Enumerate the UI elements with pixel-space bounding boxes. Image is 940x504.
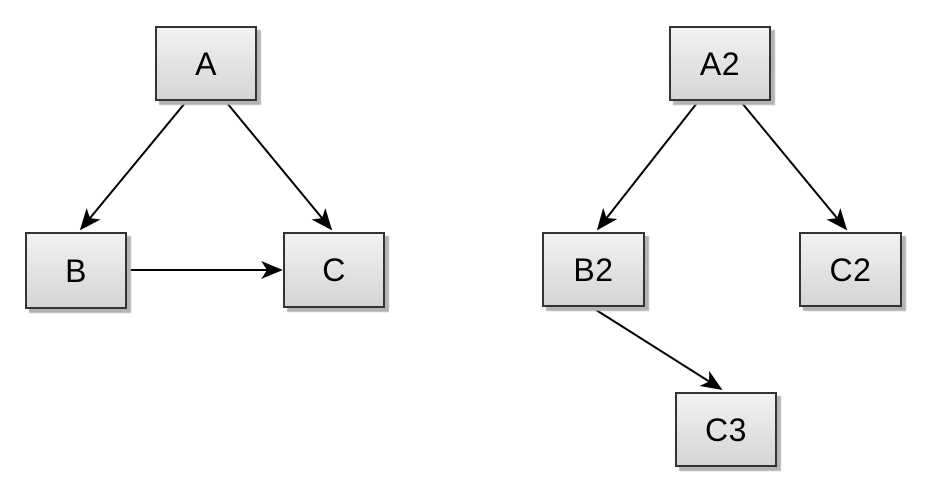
node-A2[interactable]: A2: [669, 26, 771, 101]
node-A[interactable]: A: [155, 26, 257, 101]
node-B[interactable]: B: [25, 232, 127, 309]
edge-A2-to-C2[interactable]: [741, 102, 848, 231]
node-label-B2: B2: [573, 251, 614, 288]
node-C2[interactable]: C2: [799, 232, 902, 307]
node-label-A: A: [195, 45, 217, 82]
edge-B2-to-C3[interactable]: [592, 307, 723, 390]
node-B2[interactable]: B2: [542, 232, 645, 307]
node-C[interactable]: C: [283, 232, 385, 308]
node-label-B: B: [65, 252, 87, 289]
node-label-C2: C2: [829, 251, 872, 288]
node-C3[interactable]: C3: [675, 392, 777, 467]
node-label-A2: A2: [699, 45, 741, 82]
edge-A-to-B[interactable]: [79, 102, 186, 231]
node-label-C3: C3: [705, 411, 747, 448]
edge-A-to-C[interactable]: [226, 102, 333, 231]
edge-A2-to-B2[interactable]: [596, 102, 698, 231]
node-label-C: C: [322, 252, 346, 288]
